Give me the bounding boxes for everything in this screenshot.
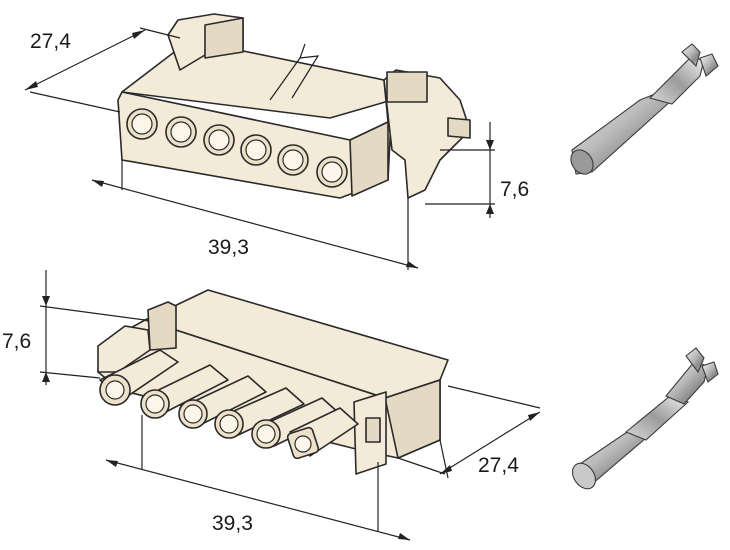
top-connector-ear-tab	[447, 117, 471, 139]
bottom-connector	[97, 289, 449, 475]
bottom-length-label: 39,3	[212, 512, 253, 535]
top-connector-latch-ridge	[299, 43, 306, 59]
top-contact-crimp	[648, 57, 705, 105]
bottom-contact-tip	[571, 462, 597, 490]
top-dimensions	[24, 27, 495, 270]
bottom-contact-crimp	[665, 361, 709, 405]
bottom-contact-wing	[701, 361, 719, 383]
top-connector	[117, 13, 471, 199]
top-height-label: 7,6	[500, 178, 529, 201]
top-connector-holes	[126, 108, 348, 188]
top-connector-rear-latch	[204, 17, 244, 59]
top-contact-mouth	[570, 149, 594, 175]
top-connector-side-face	[349, 121, 389, 197]
bottom-height-label: 7,6	[2, 330, 31, 353]
bottom-connector-latch-window	[365, 417, 381, 443]
top-width-label: 27,4	[30, 30, 71, 53]
top-connector-latch-ramp	[269, 55, 320, 101]
top-connector-ear-block	[386, 71, 428, 103]
bottom-contact	[571, 347, 719, 490]
bottom-dimensions	[39, 270, 541, 541]
bottom-contact-wing	[685, 347, 705, 374]
bottom-width-label: 27,4	[478, 454, 519, 477]
top-contact-wing	[699, 53, 719, 77]
bottom-connector-left-latch	[147, 301, 177, 351]
top-contact-barrel	[571, 91, 673, 175]
top-contact	[570, 43, 719, 175]
top-contact-wing	[681, 43, 701, 68]
bottom-connector-pins	[99, 349, 359, 460]
top-length-label: 39,3	[208, 236, 249, 259]
bottom-contact-body	[624, 395, 690, 441]
